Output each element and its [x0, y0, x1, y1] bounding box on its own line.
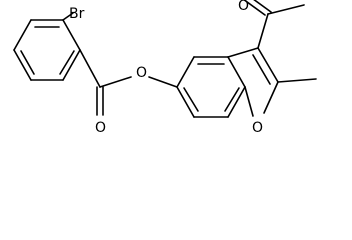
bond-furan-c3-c2 — [257, 47, 279, 83]
bond-acetyl-carbonyl-double-2 — [253, 0, 272, 13]
bond-benzofuran-ring-3 — [227, 56, 246, 88]
bond-carbonyl-to-ester-oxygen — [99, 76, 132, 88]
bond-benzofuran-ring-inner-3 — [183, 87, 199, 112]
bond-benzoyl-ring-inner-3 — [20, 50, 35, 75]
bond-benzofuran-ring-4 — [227, 86, 246, 118]
bond-carbon-bromine — [62, 12, 74, 21]
carbonyl-oxygen-label: O — [95, 120, 106, 136]
bond-benzoyl-ring-2 — [62, 19, 81, 51]
bond-benzofuran-ring-6 — [176, 86, 195, 118]
acetyl-oxygen-label: O — [238, 0, 249, 14]
molecule-structure-diagram: Br O O O O — [13, 0, 317, 136]
bond-furan-c3-c2-inner — [252, 54, 271, 85]
ester-oxygen-label: O — [136, 65, 147, 81]
bond-ester-oxygen-to-benzofuran — [148, 76, 178, 88]
bond-furan-oxygen-c7a — [244, 86, 254, 117]
bond-benzoyl-ring-3 — [62, 49, 81, 81]
bond-methyl — [277, 78, 317, 83]
atom-label-layer: Br O O O O — [69, 0, 263, 136]
bond-furan-c3a-c3 — [227, 47, 259, 58]
bond-layer — [13, 0, 317, 118]
bond-acetyl-methyl — [267, 4, 305, 15]
bond-benzoyl-ring-5 — [13, 49, 32, 81]
bond-benzofuran-ring-inner-2 — [224, 87, 240, 112]
bond-c3-to-acetyl-carbon — [257, 13, 269, 49]
bond-acetyl-carbonyl-double-1 — [243, 0, 266, 16]
bromine-label: Br — [69, 6, 85, 22]
bond-benzoyl-ring-6 — [13, 19, 32, 51]
bond-furan-c2-oxygen — [263, 81, 279, 114]
bond-benzoyl-ring-inner-2 — [59, 50, 75, 75]
bond-ring-to-carbonyl — [79, 49, 101, 88]
furan-oxygen-label: O — [252, 120, 263, 136]
bond-benzofuran-ring-1 — [176, 56, 195, 88]
